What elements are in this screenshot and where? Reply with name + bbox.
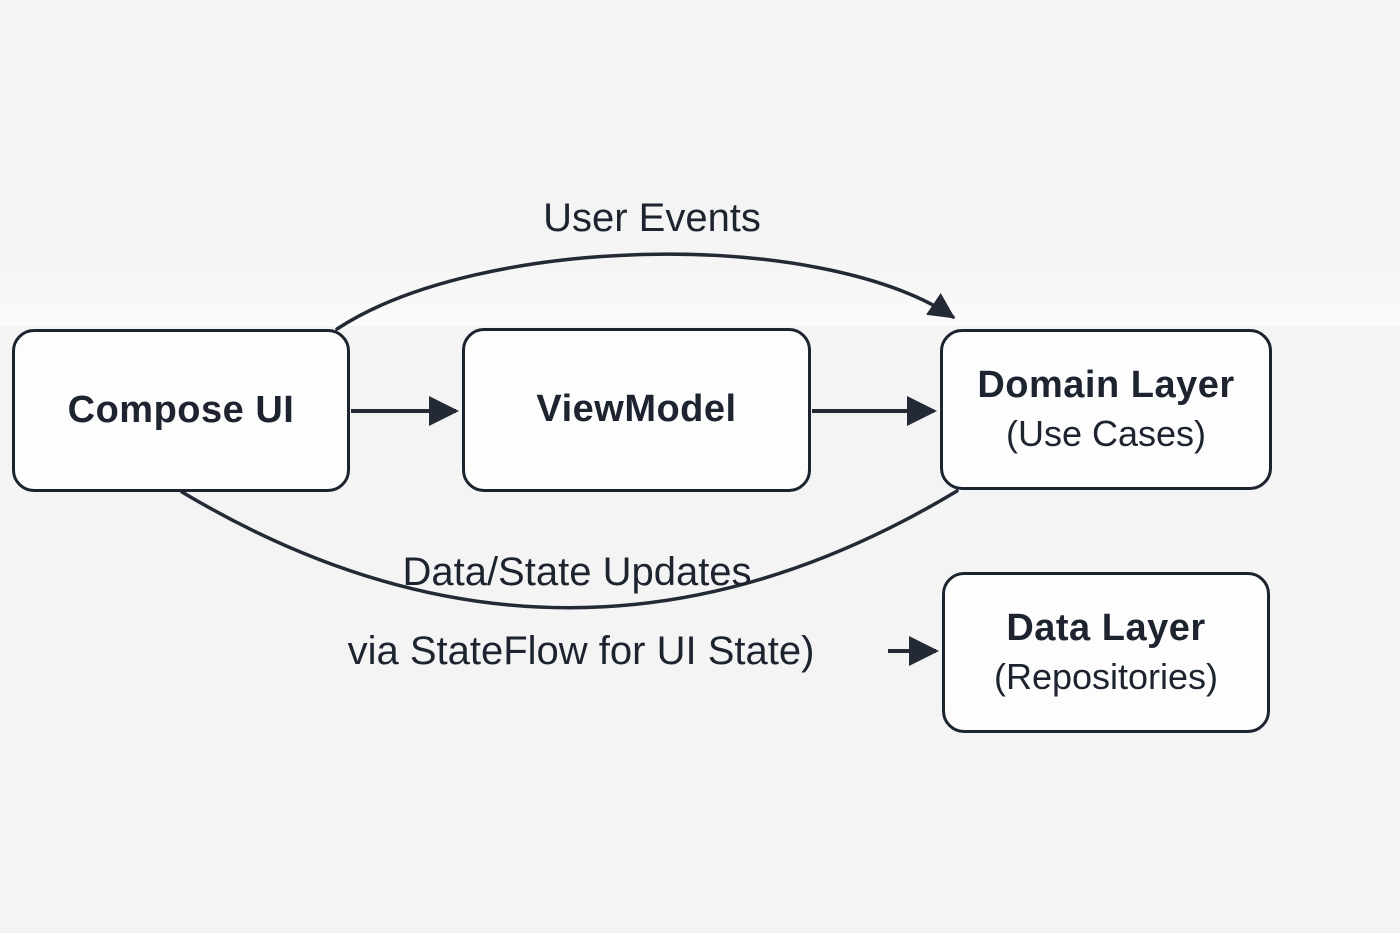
- node-domain-layer-title: Domain Layer: [977, 363, 1235, 406]
- data-state-updates-curve: [180, 489, 959, 610]
- node-data-layer-subtitle: (Repositories): [993, 655, 1219, 697]
- node-domain-layer-subtitle: (Use Cases): [1005, 412, 1207, 454]
- edge-label-stateflow-note: via StateFlow for UI State): [347, 629, 815, 673]
- node-compose-ui: Compose UI: [12, 329, 350, 492]
- edge-label-data-state-updates: Data/State Updates: [402, 550, 752, 594]
- node-data-layer: Data Layer (Repositories): [942, 572, 1270, 733]
- node-data-layer-title: Data Layer: [1006, 606, 1206, 649]
- node-viewmodel: ViewModel: [462, 328, 811, 492]
- node-domain-layer: Domain Layer (Use Cases): [940, 329, 1272, 490]
- user-events-curved-arrow: [335, 252, 956, 331]
- node-compose-ui-title: Compose UI: [67, 388, 295, 431]
- edge-label-user-events: User Events: [543, 196, 761, 240]
- node-viewmodel-title: ViewModel: [536, 388, 737, 431]
